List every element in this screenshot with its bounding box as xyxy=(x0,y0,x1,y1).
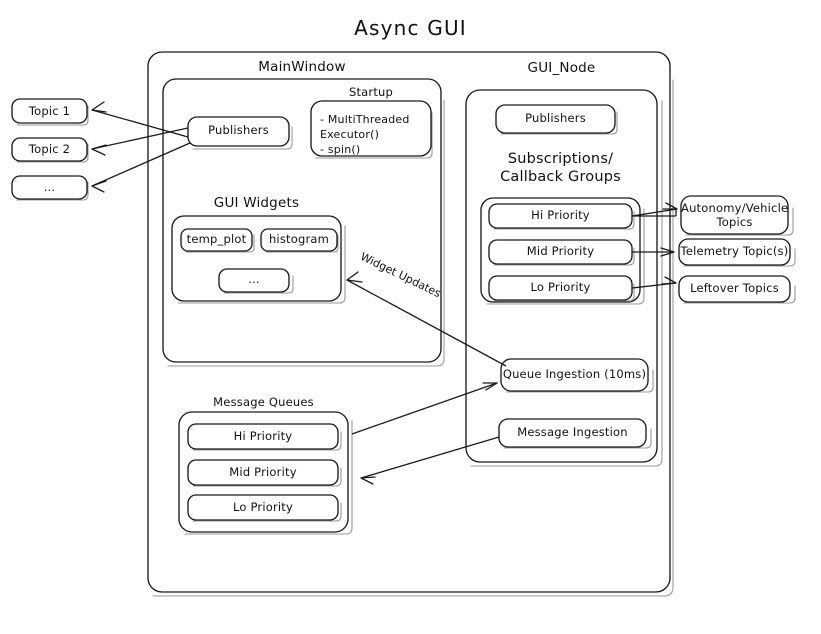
queue-lo-priority-box[interactable] xyxy=(187,494,342,522)
mainwindow-publishers-box[interactable] xyxy=(187,116,293,150)
topic-1-box[interactable] xyxy=(11,98,89,126)
subscription-hi-priority-box[interactable] xyxy=(488,203,635,230)
arrow-hi-priority-to-autonomy-topics xyxy=(631,202,678,217)
arrow-publishers-to-topic-1 xyxy=(91,101,189,138)
queue-ingestion-box[interactable] xyxy=(500,358,654,393)
arrow-message-queues-to-queue-ingestion xyxy=(351,382,498,435)
arrow-queue-ingestion-to-gui-widgets xyxy=(346,271,507,367)
queue-mid-priority-box[interactable] xyxy=(187,459,342,487)
arrow-publishers-to-topic-more xyxy=(91,142,191,193)
widget-histogram-box[interactable] xyxy=(260,228,339,253)
queue-hi-priority-box[interactable] xyxy=(187,423,342,451)
gui-node-publishers-box[interactable] xyxy=(495,104,618,135)
telemetry-topics-box[interactable] xyxy=(678,238,796,267)
startup-group xyxy=(310,100,433,159)
widget-more-box[interactable] xyxy=(218,268,294,294)
arrow-publishers-to-topic-2 xyxy=(91,127,189,156)
subscription-mid-priority-box[interactable] xyxy=(488,239,635,266)
subscription-lo-priority-box[interactable] xyxy=(488,275,635,302)
topic-2-box[interactable] xyxy=(11,137,89,163)
autonomy-vehicle-topics-box[interactable] xyxy=(680,195,794,236)
message-ingestion-box[interactable] xyxy=(498,418,652,449)
leftover-topics-box[interactable] xyxy=(678,275,796,304)
arrow-mid-priority-to-telemetry-topics xyxy=(632,247,675,257)
arrow-lo-priority-to-leftover-topics xyxy=(631,276,677,289)
widget-temp-plot-box[interactable] xyxy=(180,228,255,253)
arrow-message-ingestion-to-message-queues xyxy=(360,436,500,485)
topic-more-box[interactable] xyxy=(11,175,89,201)
